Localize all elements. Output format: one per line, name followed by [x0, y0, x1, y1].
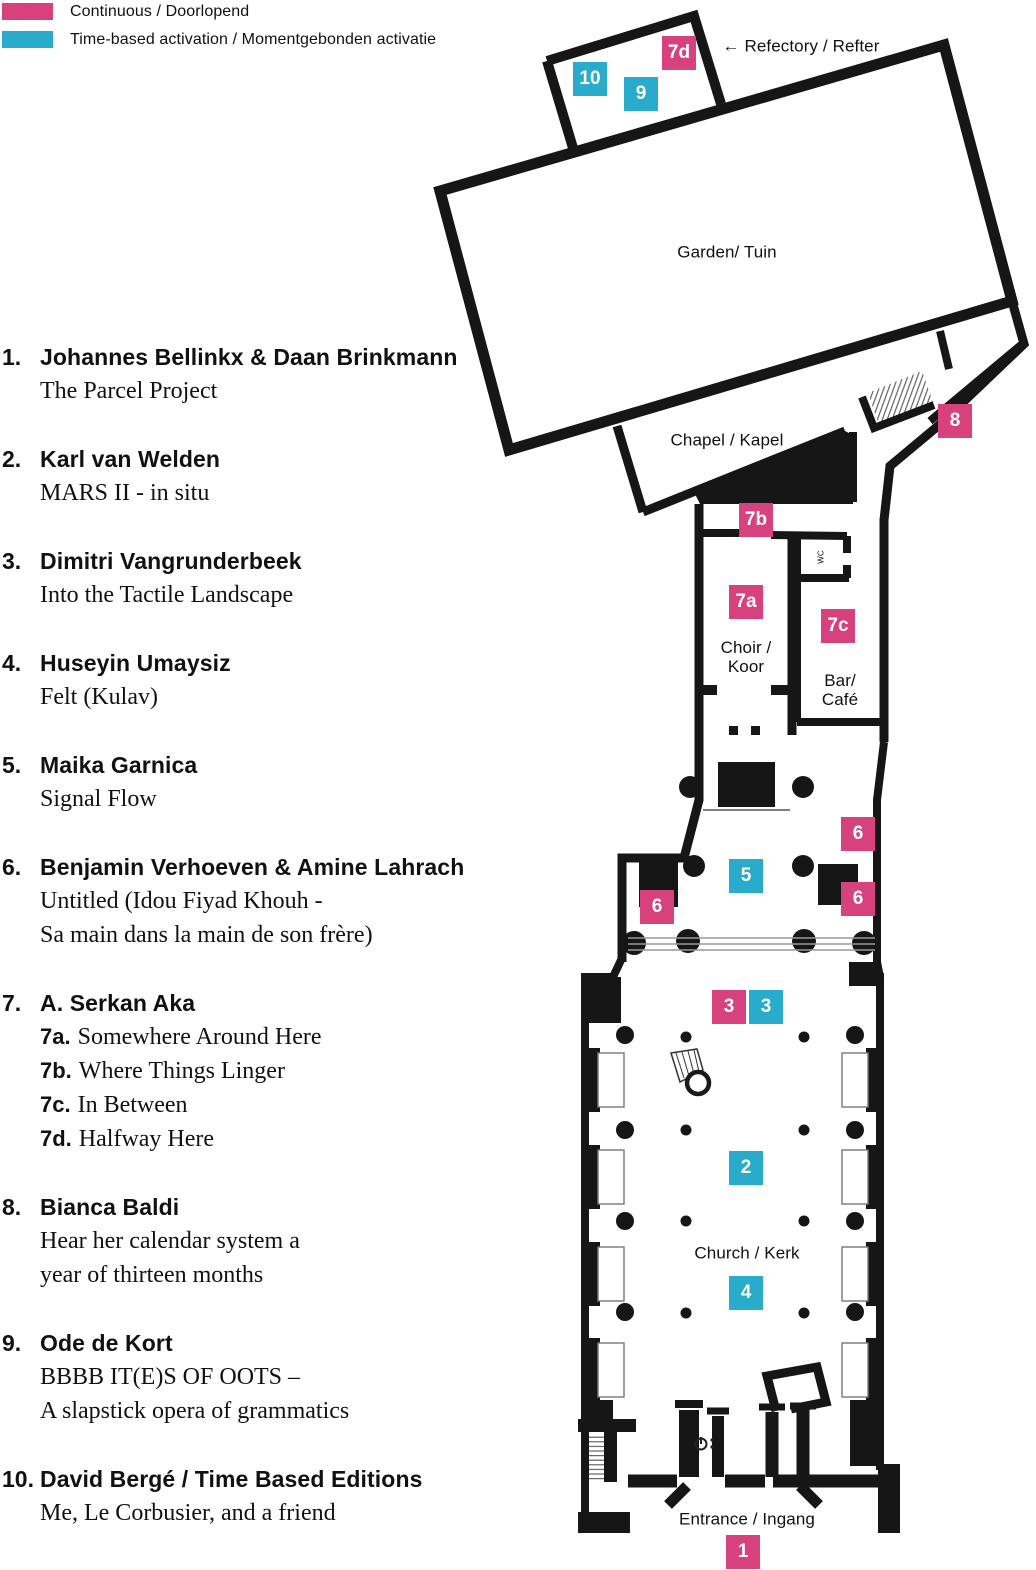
work-prefix: 7c. — [40, 1092, 71, 1117]
plan-label-church: Church / Kerk — [694, 1243, 800, 1263]
work-title: Untitled (Idou Fiyad Khouh - — [40, 888, 323, 914]
stairs-hatch-garden — [868, 371, 933, 425]
artist-name: Maika Garnica — [40, 752, 198, 778]
artist-name: Johannes Bellinkx & Daan Brinkmann — [40, 344, 458, 370]
work-prefix: 7a. — [40, 1024, 71, 1049]
legend-label-continuous: Continuous / Doorlopend — [70, 2, 250, 20]
legend-label-timebased: Time-based activation / Momentgebonden a… — [70, 30, 437, 48]
artist-name: Dimitri Vangrunderbeek — [40, 548, 302, 574]
work-title: Into the Tactile Landscape — [40, 582, 294, 608]
plan-label-refectory: ← Refectory / Refter — [722, 36, 880, 56]
plan-label-choir: Choir / Koor — [720, 638, 772, 676]
legend-item-timebased: Time-based activation / Momentgebonden a… — [2, 31, 436, 48]
wall-masses — [578, 431, 900, 1533]
artist-number: 8. — [2, 1194, 22, 1220]
plan-label-garden: Garden/ Tuin — [677, 242, 777, 262]
plan-marker-6-continuous: 6 — [841, 882, 875, 916]
legend: Continuous / Doorlopend Time-based activ… — [2, 3, 436, 59]
plan-marker-7a-continuous: 7a — [729, 585, 763, 619]
artist-name: Huseyin Umaysiz — [40, 650, 231, 676]
artist-number: 9. — [2, 1330, 22, 1356]
plan-label-entrance: Entrance / Ingang — [679, 1509, 815, 1529]
work-title: year of thirteen months — [40, 1262, 264, 1288]
work-title: Me, Le Corbusier, and a friend — [40, 1500, 336, 1526]
work-title: 7a.Somewhere Around Here — [40, 1024, 322, 1050]
artist-number: 1. — [2, 344, 22, 370]
spiral-stair-icon — [670, 1048, 712, 1097]
work-title: The Parcel Project — [40, 378, 218, 404]
legend-swatch-timebased — [2, 31, 53, 48]
artist-name: A. Serkan Aka — [40, 990, 196, 1016]
plan-marker-10-timebased: 10 — [573, 62, 607, 96]
artist-number: 4. — [2, 650, 22, 676]
artist-name: David Bergé / Time Based Editions — [40, 1466, 423, 1492]
plan-marker-5-timebased: 5 — [729, 859, 763, 893]
artist-number: 6. — [2, 854, 22, 880]
plan-marker-7c-continuous: 7c — [821, 609, 855, 643]
small-stair-icon — [694, 1437, 714, 1451]
legend-item-continuous: Continuous / Doorlopend — [2, 3, 436, 20]
plan-marker-7d-continuous: 7d — [662, 36, 696, 70]
plan-marker-9-timebased: 9 — [624, 77, 658, 111]
work-prefix: 7d. — [40, 1126, 72, 1151]
plan-marker-6-continuous: 6 — [640, 890, 674, 924]
work-prefix: 7b. — [40, 1058, 72, 1083]
work-title: MARS II - in situ — [40, 480, 210, 506]
plan-marker-7b-continuous: 7b — [739, 503, 773, 537]
artist-number: 3. — [2, 548, 22, 574]
artist-name: Benjamin Verhoeven & Amine Lahrach — [40, 854, 465, 880]
artist-entry-body: A. Serkan Aka 7a.Somewhere Around Here 7b.… — [40, 986, 520, 1156]
wall-niches — [597, 1052, 869, 1398]
plan-marker-1-continuous: 1 — [726, 1535, 760, 1569]
artist-number: 2. — [2, 446, 22, 472]
work-title: A slapstick opera of grammatics — [40, 1398, 350, 1424]
plan-marker-8-continuous: 8 — [938, 404, 972, 438]
artist-number: 5. — [2, 752, 22, 778]
work-title: BBBB IT(E)S OF OOTS – — [40, 1364, 301, 1390]
plan-label-chapel: Chapel / Kapel — [670, 430, 784, 450]
legend-swatch-continuous — [2, 3, 53, 20]
artist-number: 7. — [2, 990, 22, 1016]
plan-marker-3-continuous: 3 — [712, 990, 746, 1024]
plan-marker-2-timebased: 2 — [729, 1151, 763, 1185]
artist-number: 10. — [2, 1466, 34, 1492]
work-title: 7d.Halfway Here — [40, 1126, 215, 1152]
artist-name: Karl van Welden — [40, 446, 221, 472]
plan-marker-4-timebased: 4 — [729, 1276, 763, 1310]
work-title: Hear her calendar system a — [40, 1228, 300, 1254]
plan-marker-6-continuous: 6 — [841, 817, 875, 851]
step-lines — [628, 809, 875, 951]
work-title: Felt (Kulav) — [40, 684, 158, 710]
plan-label-wc: WC — [816, 550, 826, 564]
work-title: 7c.In Between — [40, 1092, 188, 1118]
work-title: Signal Flow — [40, 786, 157, 812]
plan-marker-3-timebased: 3 — [749, 990, 783, 1024]
work-title: Sa main dans la main de son frère) — [40, 922, 373, 948]
artist-name: Ode de Kort — [40, 1330, 173, 1356]
plan-label-bar: Bar/ Café — [821, 671, 859, 709]
work-title: 7b.Where Things Linger — [40, 1058, 285, 1084]
artist-name: Bianca Baldi — [40, 1194, 180, 1220]
